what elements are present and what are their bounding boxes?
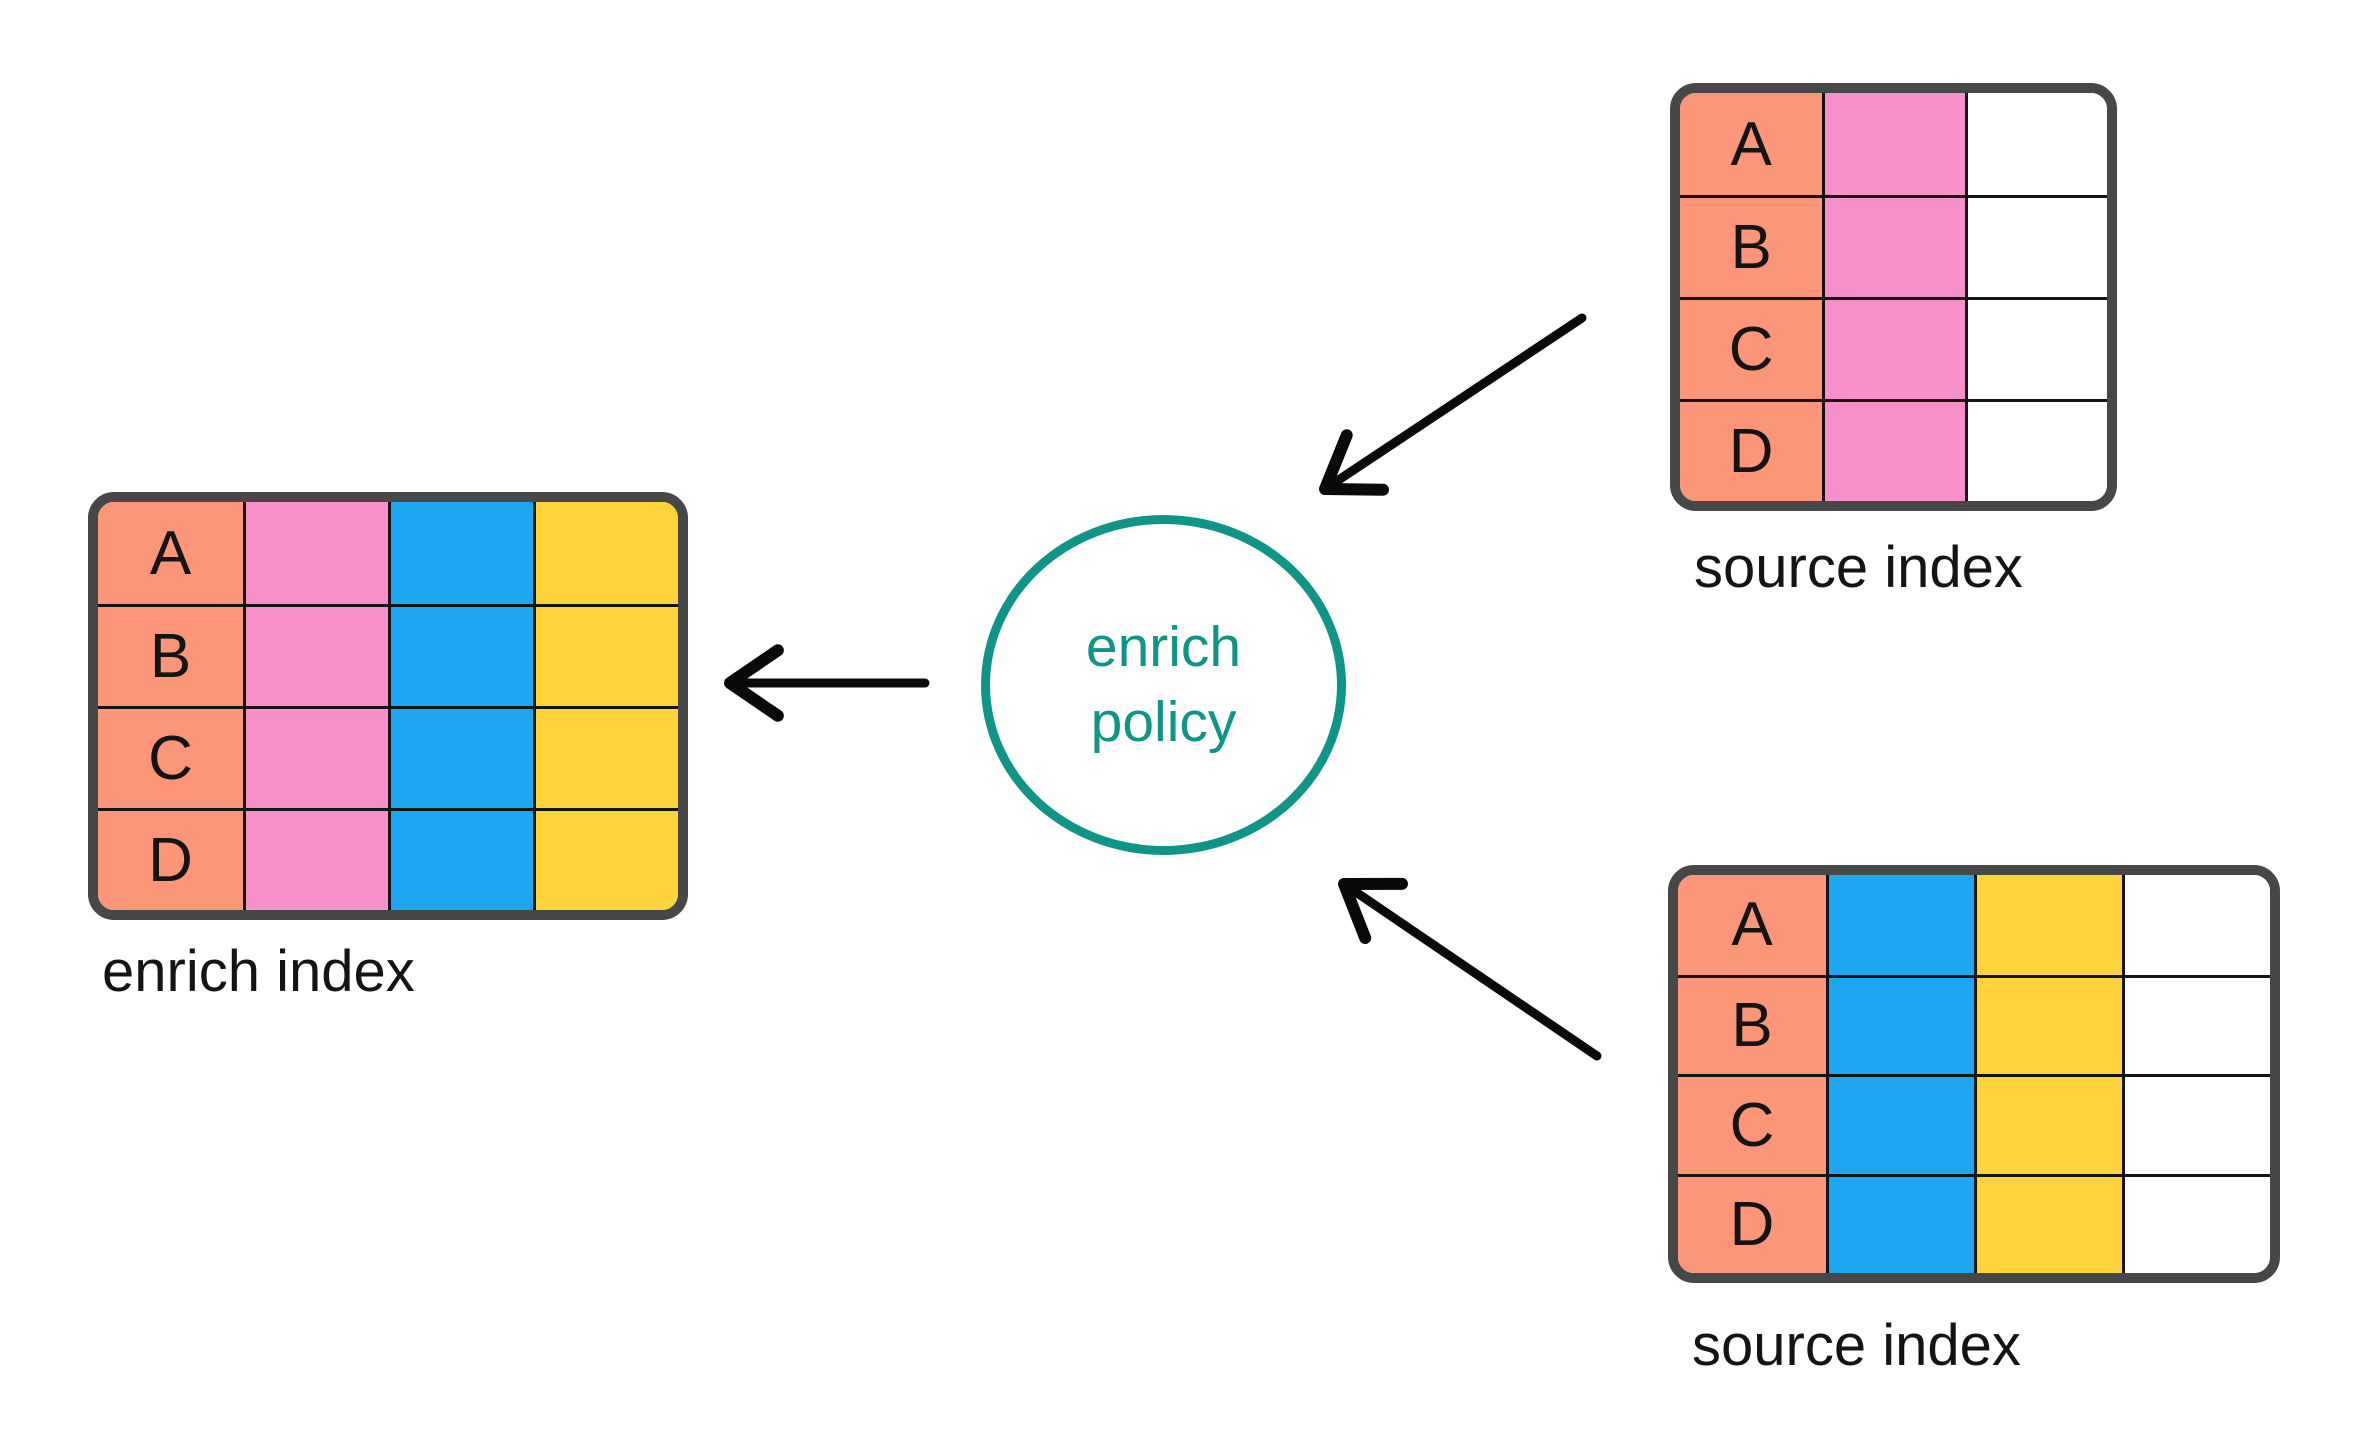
pink-data-cell	[243, 604, 388, 706]
yellow-data-cell	[1974, 1173, 2122, 1273]
enrich-index-caption: enrich index	[102, 939, 415, 1004]
white-data-cell	[2122, 974, 2270, 1074]
enrich-policy-label-line1: enrich	[1085, 614, 1242, 679]
row-label-cell: D	[1680, 399, 1823, 501]
row-label-cell: D	[1678, 1173, 1826, 1273]
pink-data-cell	[243, 808, 388, 910]
yellow-data-cell	[533, 808, 678, 910]
blue-data-cell	[1826, 974, 1974, 1074]
source-index-bottom-caption: source index	[1692, 1313, 2021, 1378]
row-label-cell: C	[1678, 1074, 1826, 1174]
row-label-cell: C	[98, 706, 243, 808]
arrow-source-top-to-policy	[1319, 313, 1587, 496]
blue-data-cell	[388, 604, 533, 706]
enrich-policy-circle: enrich policy	[981, 515, 1346, 855]
blue-data-cell	[1826, 1173, 1974, 1273]
white-data-cell	[2122, 1173, 2270, 1273]
blue-data-cell	[388, 706, 533, 808]
row-label-cell: B	[98, 604, 243, 706]
row-label-cell: A	[1678, 875, 1826, 975]
white-data-cell	[1964, 399, 2107, 501]
white-data-cell	[2122, 875, 2270, 975]
source-index-top-caption: source index	[1694, 535, 2023, 600]
white-data-cell	[1964, 297, 2107, 399]
blue-data-cell	[388, 502, 533, 604]
pink-data-cell	[1822, 195, 1965, 297]
white-data-cell	[2122, 1074, 2270, 1174]
arrow-policy-to-enrich-index	[724, 644, 930, 722]
blue-data-cell	[388, 808, 533, 910]
yellow-data-cell	[533, 706, 678, 808]
pink-data-cell	[1822, 93, 1965, 195]
pink-data-cell	[243, 706, 388, 808]
pink-data-cell	[1822, 399, 1965, 501]
blue-data-cell	[1826, 875, 1974, 975]
row-label-cell: B	[1678, 974, 1826, 1074]
yellow-data-cell	[1974, 974, 2122, 1074]
blue-data-cell	[1826, 1074, 1974, 1174]
yellow-data-cell	[533, 502, 678, 604]
yellow-data-cell	[1974, 1074, 2122, 1174]
yellow-data-cell	[1974, 875, 2122, 975]
row-label-cell: A	[98, 502, 243, 604]
row-label-cell: B	[1680, 195, 1823, 297]
enrich-policy-label-line2: policy	[1090, 690, 1237, 754]
yellow-data-cell	[533, 604, 678, 706]
pink-data-cell	[1822, 297, 1965, 399]
row-label-cell: C	[1680, 297, 1823, 399]
pink-data-cell	[243, 502, 388, 604]
arrow-source-bottom-to-policy	[1338, 877, 1602, 1061]
white-data-cell	[1964, 195, 2107, 297]
white-data-cell	[1964, 93, 2107, 195]
row-label-cell: A	[1680, 93, 1823, 195]
row-label-cell: D	[98, 808, 243, 910]
